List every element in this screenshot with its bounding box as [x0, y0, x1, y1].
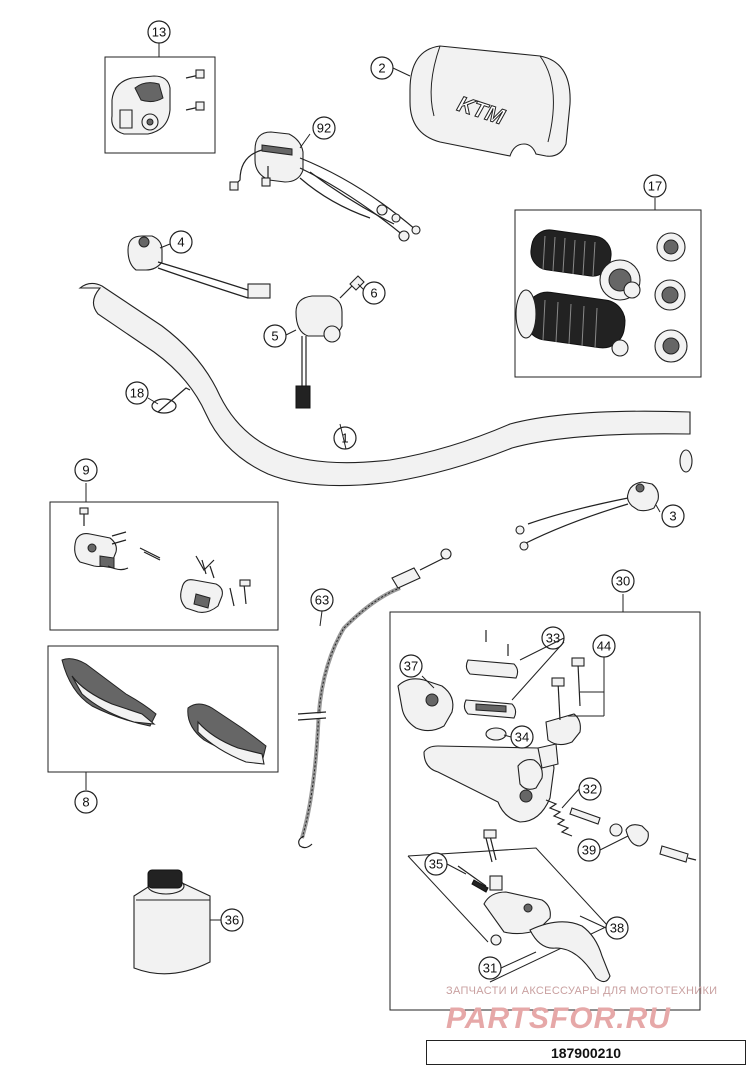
part-17-grip-set: [514, 198, 702, 378]
callout-1: 1: [333, 426, 357, 450]
part-1-handlebar: [78, 282, 693, 487]
callout-5: 5: [263, 324, 287, 348]
svg-text:8: 8: [82, 795, 89, 810]
callout-31: 31: [478, 956, 502, 980]
svg-text:34: 34: [515, 730, 529, 745]
callout-34: 34: [510, 725, 534, 749]
callout-4: 4: [169, 230, 193, 254]
part-6-screw: [339, 275, 365, 299]
svg-text:63: 63: [315, 593, 329, 608]
part-36-brake-fluid-can: [133, 869, 211, 975]
svg-text:9: 9: [82, 463, 89, 478]
callout-36: 36: [220, 908, 244, 932]
part-18-cable-tie: [151, 387, 191, 414]
callout-92: 92: [312, 116, 336, 140]
callout-63: 63: [310, 588, 334, 612]
svg-text:17: 17: [648, 179, 662, 194]
part-63-brake-line: [296, 548, 452, 849]
svg-text:32: 32: [583, 782, 597, 797]
drawing-number: 187900210: [426, 1040, 746, 1065]
part-13-throttle-housing: [104, 42, 216, 154]
callout-18: 18: [125, 381, 149, 405]
callout-33: 33: [541, 626, 565, 650]
callout-8: 8: [74, 790, 98, 814]
callout-32: 32: [578, 777, 602, 801]
svg-text:92: 92: [317, 121, 331, 136]
svg-text:38: 38: [610, 921, 624, 936]
svg-text:2: 2: [378, 61, 385, 76]
svg-text:1: 1: [341, 431, 348, 446]
callout-9: 9: [74, 458, 98, 482]
callout-2: 2: [370, 56, 394, 80]
part-5-start-switch: [285, 295, 343, 409]
svg-text:3: 3: [669, 509, 676, 524]
callout-leaders: [147, 67, 629, 969]
callout-13: 13: [147, 20, 171, 44]
svg-text:13: 13: [152, 25, 166, 40]
part-92-throttle-assembly: [229, 131, 421, 242]
part-3-switch: [515, 481, 661, 551]
part-4-switch: [127, 235, 271, 299]
watermark-line2: PARTSFOR.RU: [446, 1002, 671, 1035]
svg-text:44: 44: [597, 639, 611, 654]
callout-6: 6: [362, 281, 386, 305]
callout-38: 38: [605, 916, 629, 940]
part-9-mounting-kit: [49, 483, 279, 631]
svg-text:4: 4: [177, 235, 184, 250]
callout-44: 44: [592, 634, 616, 658]
svg-text:37: 37: [404, 659, 418, 674]
callout-39: 39: [577, 838, 601, 862]
svg-text:5: 5: [271, 329, 278, 344]
callout-35: 35: [424, 852, 448, 876]
svg-text:31: 31: [483, 961, 497, 976]
svg-text:36: 36: [225, 913, 239, 928]
part-30-hand-brake-cylinder: [389, 594, 701, 1011]
callout-17: 17: [643, 174, 667, 198]
part-2-handlebar-pad: KTM: [409, 45, 571, 157]
callout-30: 30: [611, 569, 635, 593]
svg-text:39: 39: [582, 843, 596, 858]
svg-text:18: 18: [130, 386, 144, 401]
part-8-handguards: [47, 645, 279, 790]
svg-text:30: 30: [616, 574, 630, 589]
svg-text:6: 6: [370, 286, 377, 301]
callout-37: 37: [399, 654, 423, 678]
watermark-line1: ЗАПЧАСТИ И АКСЕССУАРЫ ДЛЯ МОТОТЕХНИКИ: [446, 985, 717, 997]
svg-text:35: 35: [429, 857, 443, 872]
callouts: 13 2 92 17 4 6 5 18 1 9 3 30 63 33 44 37…: [74, 20, 685, 980]
callout-3: 3: [661, 504, 685, 528]
